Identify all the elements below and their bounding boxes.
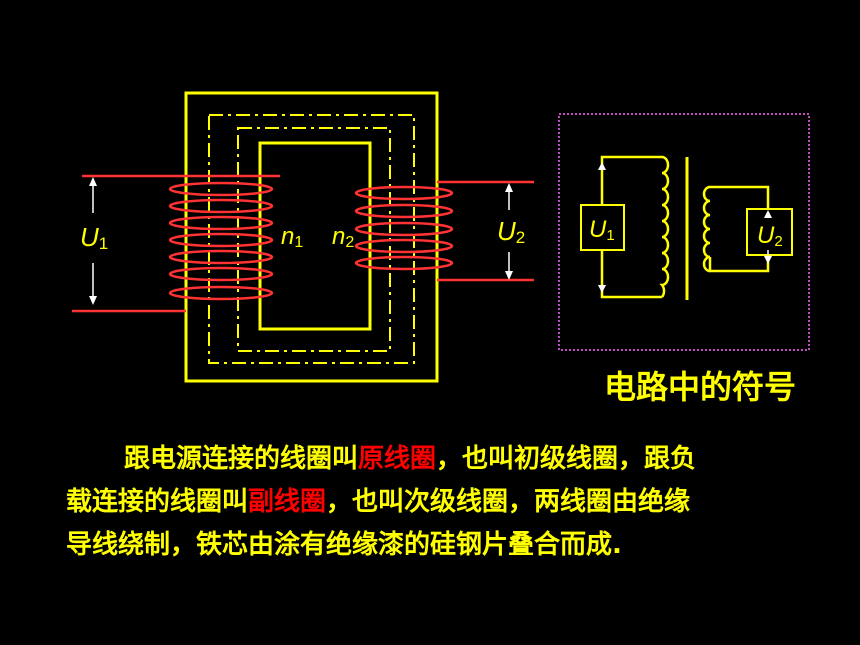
symbol-u1-label: U1 xyxy=(589,216,615,244)
description-line-1: 跟电源连接的线圈叫原线圈，也叫初级线圈，跟负 xyxy=(66,438,826,481)
primary-coil-term: 原线圈 xyxy=(358,444,437,474)
primary-coil xyxy=(168,181,274,301)
description-text: ，也叫次级线圈，两线圈由绝缘 xyxy=(326,487,691,517)
symbol-u1-box xyxy=(580,204,625,251)
secondary-coil xyxy=(354,185,454,271)
core-outer-frame xyxy=(184,91,439,383)
description-text: 跟电源连接的线圈叫 xyxy=(124,444,359,474)
primary-voltage-arrow xyxy=(89,177,97,305)
description-line-3: 导线绕制，铁芯由涂有绝缘漆的硅钢片叠合而成. xyxy=(66,530,622,560)
secondary-coil-term: 副线圈 xyxy=(248,487,327,517)
description-text: ，也叫初级线圈，跟负 xyxy=(436,444,697,474)
description-paragraph: 跟电源连接的线圈叫原线圈，也叫初级线圈，跟负 载连接的线圈叫副线圈，也叫次级线圈… xyxy=(66,438,826,567)
n1-label: n1 xyxy=(281,223,303,251)
flux-path-outer xyxy=(208,114,415,364)
symbol-u2-arrow xyxy=(764,210,772,264)
description-text: 载连接的线圈叫 xyxy=(66,487,249,517)
symbol-u2-box xyxy=(746,208,793,256)
symbol-primary-circuit xyxy=(600,155,670,299)
u2-label: U2 xyxy=(497,216,525,247)
description-line-2: 载连接的线圈叫副线圈，也叫次级线圈，两线圈由绝缘 xyxy=(66,481,826,524)
secondary-voltage-arrow xyxy=(505,183,513,280)
symbol-panel-title: 电路中的符号 xyxy=(604,368,797,406)
u1-label: U1 xyxy=(80,222,108,253)
n2-label: n2 xyxy=(332,223,354,251)
symbol-u1-arrow xyxy=(598,162,606,293)
symbol-panel-border xyxy=(558,113,810,351)
symbol-u2-label: U2 xyxy=(757,222,783,250)
